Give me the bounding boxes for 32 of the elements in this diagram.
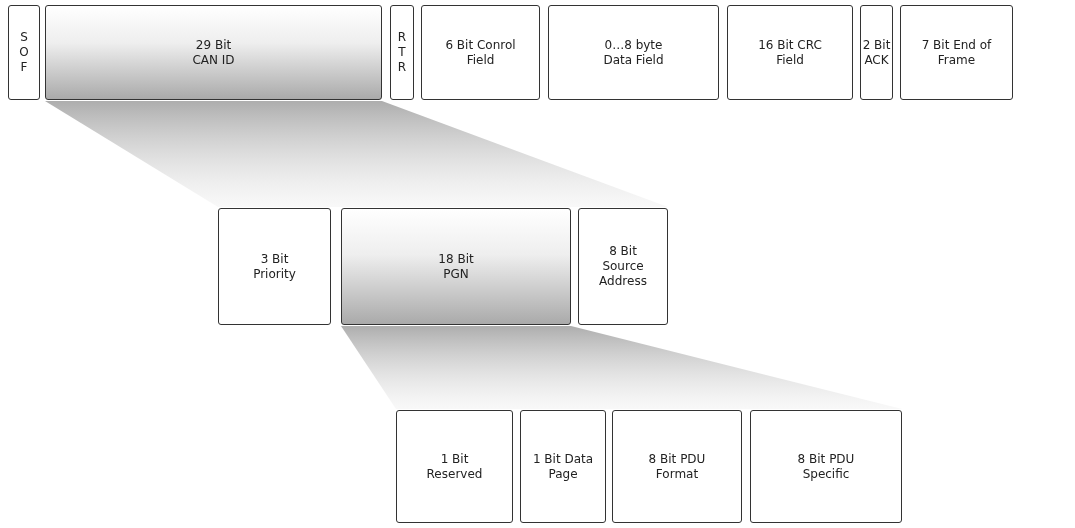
expansion-shading (341, 326, 902, 409)
field-label: 18 Bit PGN (437, 251, 475, 282)
field-label: 8 Bit PDU Specific (796, 451, 856, 482)
field-label: 16 Bit CRC Field (757, 37, 823, 68)
field-box (45, 5, 382, 100)
expansion-shading (45, 101, 668, 207)
field-label: 2 Bit ACK (861, 37, 892, 68)
field-label: 8 Bit PDU Format (647, 451, 707, 482)
field-box (421, 5, 540, 100)
field-label: 8 Bit Source Address (598, 244, 648, 289)
field-box (548, 5, 719, 100)
field-box (218, 208, 331, 325)
field-box (578, 208, 668, 325)
field-label: 7 Bit End of Frame (920, 37, 993, 68)
field-label: R T R (397, 30, 407, 75)
field-box (8, 5, 40, 100)
field-label: S O F (19, 30, 29, 75)
field-label: 6 Bit Conrol Field (444, 37, 517, 68)
field-label: 1 Bit Data Page (531, 451, 595, 482)
field-box (396, 410, 513, 523)
field-box (390, 5, 414, 100)
field-box (612, 410, 742, 523)
field-box (341, 208, 571, 325)
field-label: 0…8 byte Data Field (602, 37, 665, 68)
field-box (860, 5, 893, 100)
field-box (727, 5, 853, 100)
field-label: 1 Bit Reserved (425, 451, 484, 482)
field-box (900, 5, 1013, 100)
field-label: 3 Bit Priority (252, 251, 297, 282)
field-box (520, 410, 606, 523)
field-label: 29 Bit CAN ID (191, 37, 236, 68)
field-box (750, 410, 902, 523)
